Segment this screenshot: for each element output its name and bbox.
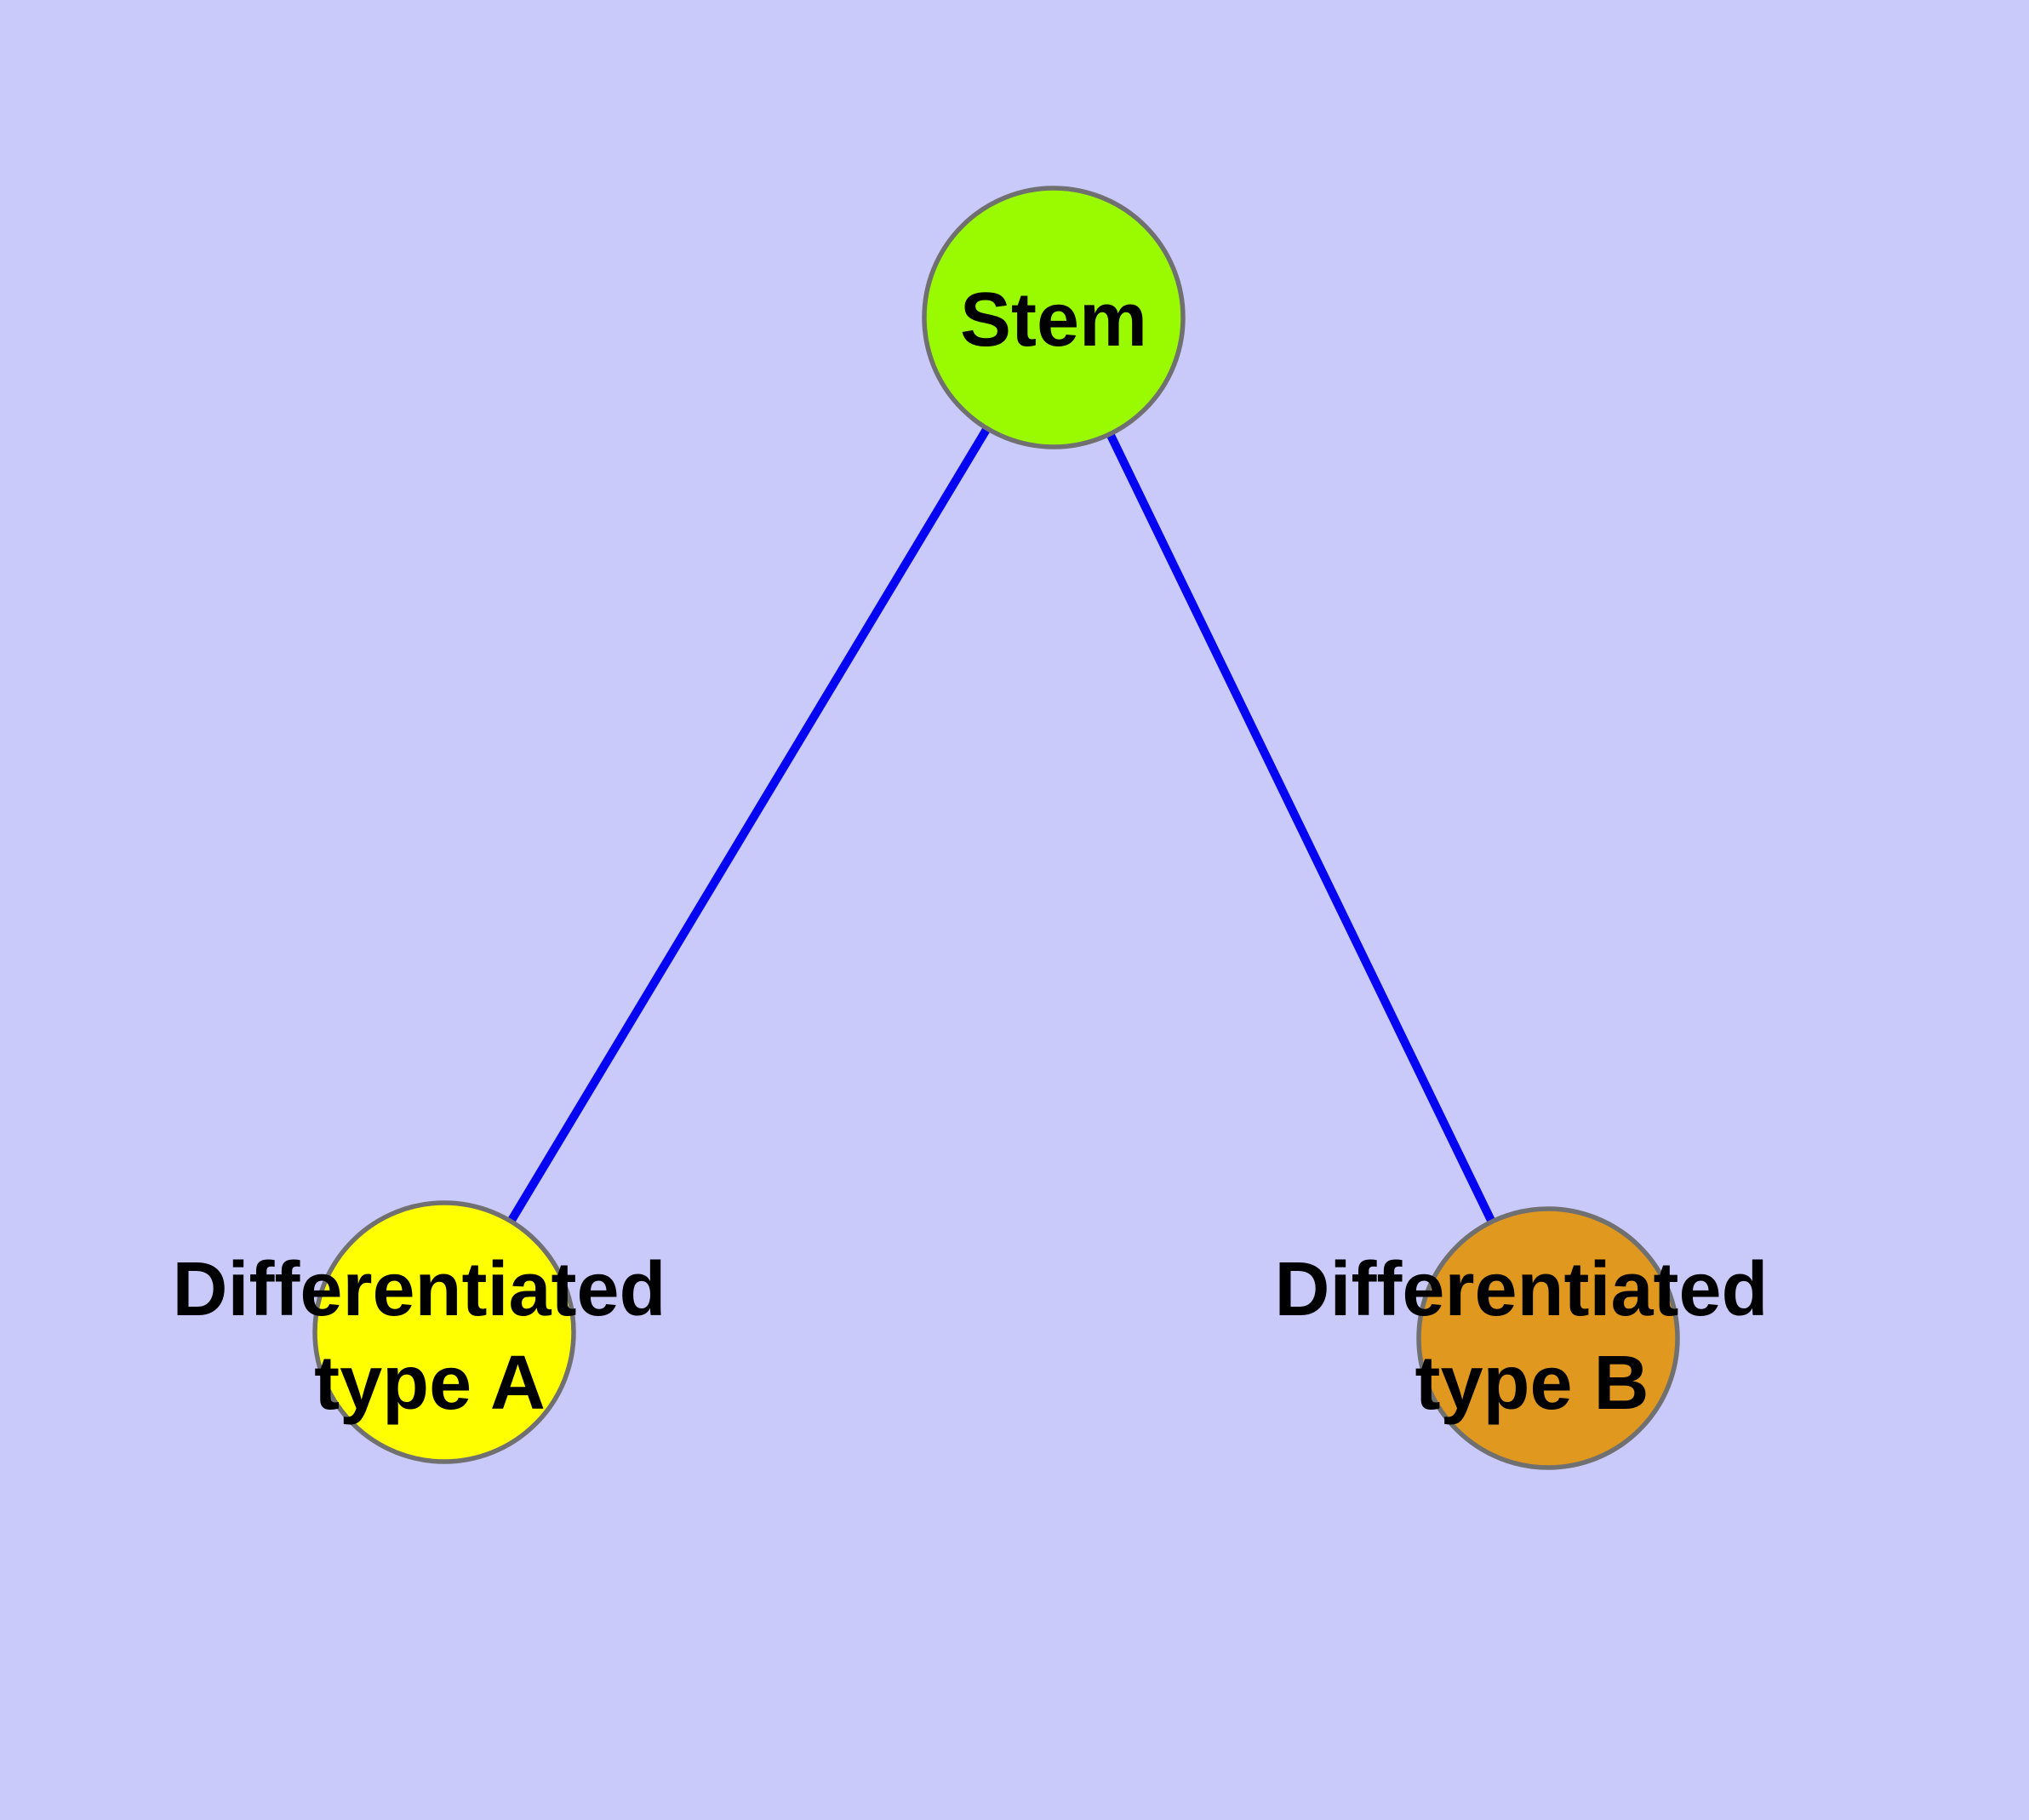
node-type-b-label: Differentiated type B (1274, 1247, 1789, 1426)
node-differentiated-type-a (312, 1200, 576, 1464)
edge-stem-to-type-b (1049, 313, 1552, 1342)
node-type-b-label-line2: type B (1415, 1341, 1649, 1426)
node-type-a-label: Differentiated type A (172, 1247, 687, 1426)
node-type-a-label-line2: type A (314, 1341, 546, 1426)
node-type-a-label-line1: Differentiated (172, 1247, 666, 1332)
node-type-b-label-line1: Differentiated (1274, 1247, 1768, 1332)
node-stem (922, 186, 1186, 449)
node-stem-label: Stem (960, 278, 1147, 363)
edge-stem-to-type-a (440, 313, 1058, 1336)
node-differentiated-type-b (1416, 1206, 1680, 1470)
